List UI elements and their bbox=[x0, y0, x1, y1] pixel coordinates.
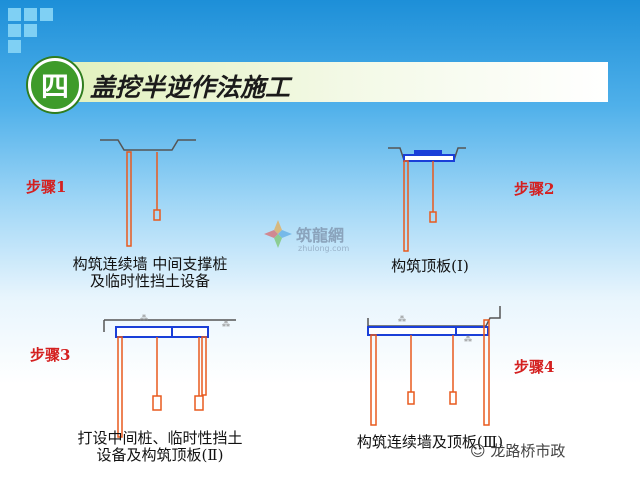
title-bar bbox=[28, 62, 608, 102]
step4-label: 步骤4 bbox=[514, 358, 555, 376]
corner-square bbox=[24, 24, 37, 37]
step3-diagram: ⁂ ⁂ bbox=[103, 314, 236, 438]
step1-wall bbox=[126, 151, 132, 247]
step4-ground bbox=[367, 306, 501, 327]
corner-square bbox=[8, 40, 21, 53]
step4-left-wall bbox=[370, 334, 377, 426]
watermark-url: zhulong.com bbox=[298, 244, 350, 253]
step4-caption: 构筑连续墙及顶板(Ⅲ) bbox=[330, 434, 530, 451]
step1-label: 步骤1 bbox=[26, 178, 67, 196]
step1-pile-foot bbox=[153, 209, 161, 221]
corner-square bbox=[24, 8, 37, 21]
step3-caption: 打设中间桩、临时性挡土 设备及构筑顶板(Ⅱ) bbox=[50, 430, 270, 464]
svg-text:⁂: ⁂ bbox=[464, 335, 472, 344]
step4-pile-foot-2 bbox=[449, 391, 457, 405]
step3-label: 步骤3 bbox=[30, 346, 71, 364]
step2-diagram bbox=[388, 147, 466, 252]
step4-caption-line1: 构筑连续墙及顶板(Ⅲ) bbox=[356, 433, 504, 451]
step3-pile-foot-2 bbox=[194, 395, 204, 411]
step2-caption: 构筑顶板(Ⅰ) bbox=[360, 258, 500, 275]
page-title: 盖挖半逆作法施工 bbox=[90, 73, 291, 102]
watermark-text: 筑龍網 bbox=[296, 226, 345, 245]
title-badge: 四 bbox=[28, 58, 82, 112]
corner-square bbox=[40, 8, 53, 21]
step2-label: 步骤2 bbox=[514, 180, 555, 198]
step4-right-wall bbox=[483, 319, 490, 426]
step1-diagram bbox=[100, 139, 196, 247]
step3-right-wall bbox=[201, 336, 207, 396]
step4-diagram: ⁂ ⁂ bbox=[367, 306, 501, 426]
step1-caption-line2: 及临时性挡土设备 bbox=[89, 272, 210, 290]
step2-slab bbox=[403, 154, 455, 162]
step1-ground bbox=[100, 139, 196, 151]
step3-caption-line1: 打设中间桩、临时性挡土 bbox=[77, 429, 243, 447]
svg-text:⁂: ⁂ bbox=[398, 315, 406, 324]
svg-text:⁂: ⁂ bbox=[140, 314, 148, 323]
corner-square bbox=[8, 8, 21, 21]
step2-caption-line1: 构筑顶板(Ⅰ) bbox=[391, 257, 469, 275]
wechat-icon: ☺ bbox=[470, 442, 491, 460]
step1-caption-line1: 构筑连续墙 中间支撑桩 bbox=[72, 255, 228, 273]
corner-square bbox=[8, 24, 21, 37]
wechat-footer: ☺ 龙路桥市政 bbox=[470, 440, 565, 461]
step4-slab bbox=[367, 326, 489, 336]
step2-wall bbox=[403, 160, 409, 252]
step3-left-wall bbox=[117, 336, 123, 438]
svg-text:⁂: ⁂ bbox=[222, 320, 230, 329]
step3-pile-foot-1 bbox=[152, 395, 162, 411]
wechat-account: 龙路桥市政 bbox=[490, 442, 566, 460]
step1-caption: 构筑连续墙 中间支撑桩 及临时性挡土设备 bbox=[50, 256, 250, 290]
step2-slab-top bbox=[414, 150, 442, 155]
watermark-logo-icon bbox=[264, 220, 292, 248]
step3-caption-line2: 设备及构筑顶板(Ⅱ) bbox=[96, 446, 224, 464]
step4-pile-foot-1 bbox=[407, 391, 415, 405]
step2-pile-foot bbox=[429, 211, 437, 223]
step3-slab bbox=[115, 326, 209, 338]
